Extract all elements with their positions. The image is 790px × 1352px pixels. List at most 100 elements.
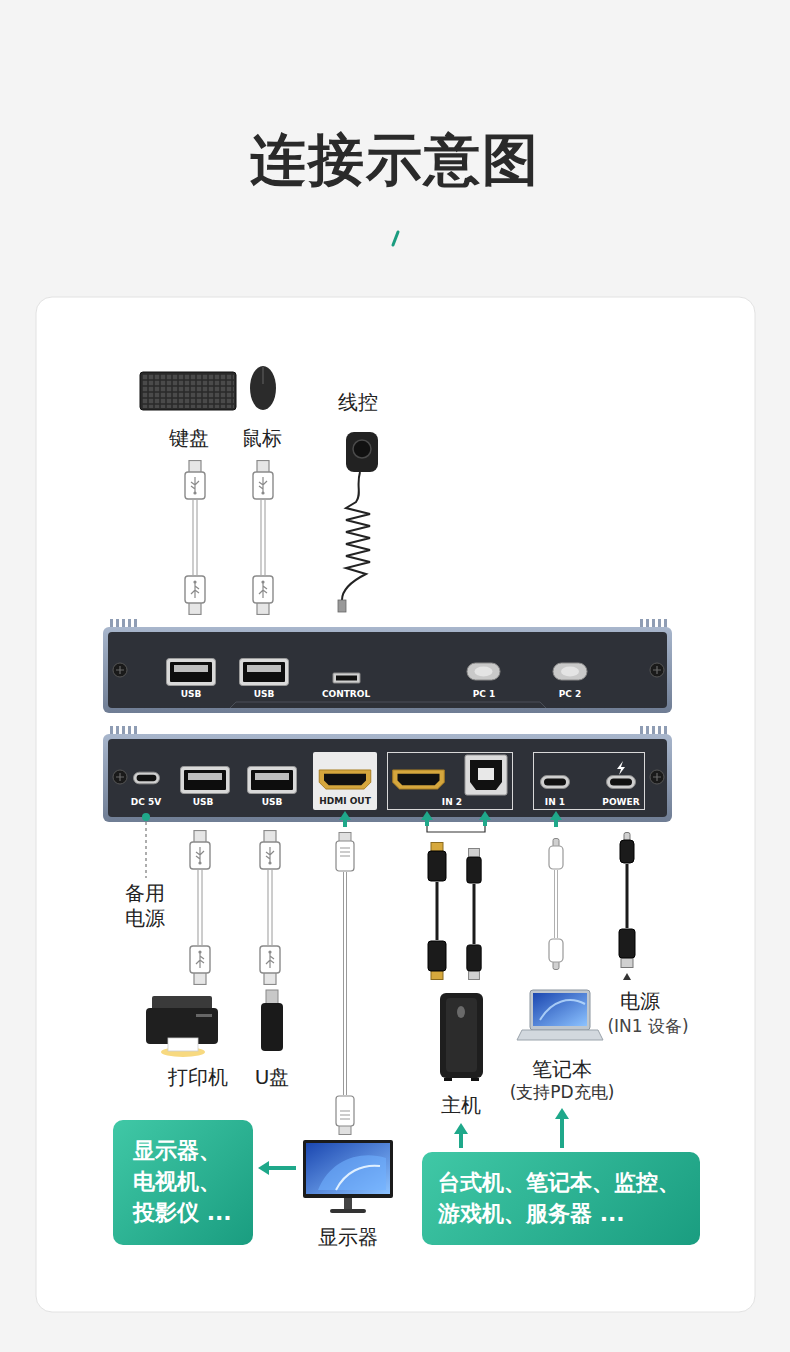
port-indicator [427, 826, 485, 832]
monitor-icon [303, 1140, 393, 1198]
hdmi-cable [428, 843, 446, 980]
printer-icon [168, 1038, 198, 1051]
port-label: HDMI OUT [319, 796, 371, 807]
kvm-front-panel [122, 619, 125, 628]
kvm-front-panel [108, 632, 667, 708]
kvm-rear-panel [103, 726, 672, 822]
wired-remote [353, 440, 371, 458]
hdmi-cable [428, 941, 446, 980]
label-anchor: 电源 [620, 989, 660, 1014]
connector-arrow [555, 1108, 569, 1148]
port-indicator [421, 811, 433, 820]
label-anchor: PC 2 [559, 689, 582, 700]
port-label: USB [193, 797, 214, 808]
label-anchor: POWER [602, 797, 639, 808]
power-cable [619, 929, 635, 968]
label-anchor: CONTROL [322, 689, 370, 700]
usb-cable [190, 946, 210, 985]
hdmi-cable [344, 872, 346, 1095]
title-accent [393, 232, 398, 245]
label-anchor: DC 5V [131, 797, 161, 808]
pc-tower-icon [440, 993, 483, 1078]
hdmi-cable [343, 872, 347, 1095]
pc-tower-icon [440, 993, 483, 1081]
port-indicator [339, 811, 351, 820]
device-label: 备用 电源 [123, 881, 167, 931]
kvm-rear-panel [658, 726, 661, 735]
keyboard-icon [142, 374, 234, 408]
node-text: 显示器 [318, 1225, 378, 1250]
usb-cable [467, 848, 481, 979]
kvm-front-panel [336, 676, 357, 681]
kvm-front-panel [652, 619, 655, 628]
usb-cable [253, 576, 273, 615]
power-cable [620, 833, 634, 864]
keyboard-icon [140, 372, 236, 410]
usb-cable [185, 576, 205, 615]
kvm-front-panel [650, 663, 664, 677]
usb-cable [185, 461, 273, 615]
kvm-front-panel [134, 619, 137, 628]
hdmi-cable [336, 833, 354, 872]
kvm-rear-panel [133, 772, 159, 784]
power-cable [626, 864, 629, 928]
mouse-icon [262, 367, 263, 384]
usb-cable [253, 576, 273, 615]
port-label: USB [262, 797, 283, 808]
kvm-front-panel [230, 702, 546, 708]
kvm-rear-panel [116, 726, 119, 735]
type-c-cable [554, 870, 558, 938]
usb-cable [195, 500, 263, 575]
kvm-rear-panel [664, 726, 667, 735]
card [36, 297, 755, 1312]
power-cable [619, 929, 635, 968]
keyboard-icon [140, 372, 236, 410]
hdmi-cable [428, 941, 446, 980]
label-anchor: U盘 [255, 1065, 290, 1090]
mouse-icon [250, 366, 276, 410]
usb-cable [467, 945, 481, 980]
label-anchor: PC 1 [473, 689, 496, 700]
kvm-front-panel [128, 619, 131, 628]
kvm-rear-panel [128, 726, 131, 735]
kvm-rear-panel [607, 776, 636, 789]
usb-cable [190, 831, 210, 870]
device-label: 打印机 [168, 1065, 228, 1090]
node-text: 主机 [441, 1093, 481, 1118]
device-node: 主机 [421, 990, 501, 1118]
title-anchor: 连接示意图 [250, 125, 540, 195]
port-indicator [145, 822, 146, 878]
usb-drive-icon [261, 1003, 283, 1051]
usb-cable [473, 884, 476, 944]
kvm-front-panel [640, 619, 643, 628]
connector-line [560, 1116, 564, 1148]
port-indicator [142, 813, 150, 821]
power-cable [623, 973, 631, 980]
laptop-icon [533, 993, 587, 1026]
kvm-rear-panel [465, 755, 507, 795]
label-anchor: 键盘 [169, 426, 209, 451]
kvm-rear-panel [181, 767, 230, 794]
usb-cable [195, 500, 263, 575]
kvm-rear-panel [103, 734, 672, 822]
connector-line [266, 1166, 296, 1170]
kvm-rear-panel [646, 726, 649, 735]
label-anchor: USB [193, 797, 214, 808]
laptop-icon [517, 990, 603, 1040]
usb-cable [260, 946, 280, 985]
label-anchor: (IN1 设备) [607, 1016, 688, 1037]
kvm-rear-panel [110, 726, 113, 735]
connector-arrow [258, 1161, 296, 1175]
usb-cable [200, 870, 270, 945]
wired-remote [338, 600, 346, 612]
port-label: DC 5V [131, 797, 161, 808]
kvm-front-panel [103, 627, 672, 713]
kvm-rear-panel [134, 726, 137, 735]
laptop-icon [517, 1030, 603, 1040]
port-indicator [554, 819, 558, 827]
kvm-rear-panel [113, 770, 127, 784]
box-text: 台式机、笔记本、监控、 游戏机、服务器 ... [438, 1168, 688, 1230]
usb-cable [190, 831, 280, 985]
label-anchor: USB [181, 689, 202, 700]
hdmi-cable [336, 1096, 354, 1135]
